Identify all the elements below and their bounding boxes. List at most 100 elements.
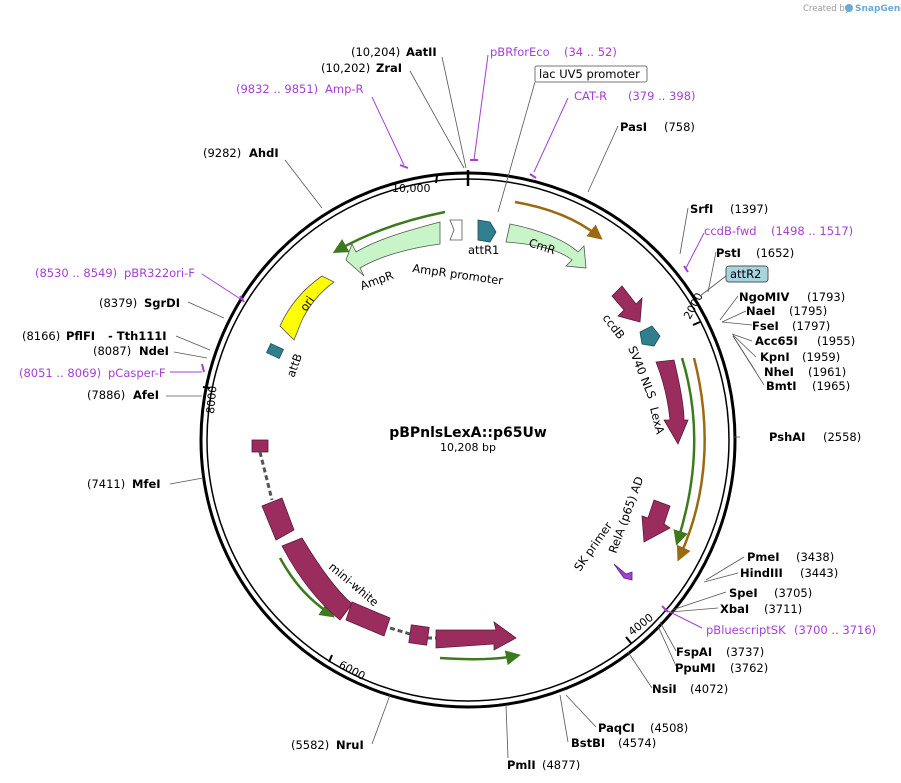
tick-8000: 8000: [204, 385, 219, 414]
site-pmli-name: PmlI: [507, 758, 536, 772]
site-spei-pos: (3705): [774, 586, 812, 600]
primer-pbr322ori-name: pBR322ori-F: [124, 266, 195, 280]
snapgene-logo-icon: [845, 4, 853, 12]
primer-labels: pBRforEco (34 .. 52) (9832 .. 9851) Amp-…: [19, 45, 876, 637]
lexa-orf-line: [673, 357, 696, 546]
plasmid-name: pBPnlsLexA::p65Uw: [389, 425, 547, 441]
site-ahdi-name: AhdI: [249, 146, 279, 160]
feature-labels: attR1 AmpR promoter CmR AmpR ori attB cc…: [284, 236, 668, 610]
ampr-promoter-label: AmpR promoter: [412, 261, 505, 288]
credit-text: Created by: [803, 4, 850, 14]
cmr-feature: [505, 223, 587, 269]
primer-pbluescriptsk-range: (3700 .. 3716): [794, 623, 876, 637]
site-kpni-pos: (1959): [802, 350, 840, 364]
site-ndei-pos: (8087): [93, 344, 131, 358]
attb-feature: [266, 342, 284, 360]
lexa-fusion-orf-line: [676, 357, 706, 562]
site-fsei-name: FseI: [752, 319, 779, 333]
credit-brand: SnapGene: [855, 4, 901, 14]
site-acc65i-name: Acc65I: [755, 334, 798, 348]
features: [251, 200, 706, 666]
attr2-box: [725, 265, 769, 283]
attr2-label: attR2: [730, 267, 761, 281]
rela-label: RelA (p65) AD: [606, 474, 647, 555]
site-pshai-pos: (2558): [823, 430, 861, 444]
ampr-label: AmpR: [358, 268, 395, 293]
site-pflfi-name: PflFI: [66, 329, 95, 343]
site-spei-name: SpeI: [729, 586, 758, 600]
primer-marks: [170, 54, 705, 629]
plasmid-backbone: [199, 170, 737, 709]
mini-white-orf-line-2: [439, 650, 521, 666]
site-ndei-name: NdeI: [139, 344, 169, 358]
site-bstbi-pos: (4574): [618, 736, 656, 750]
site-hindiii-name: HindIII: [740, 566, 783, 580]
sk-primer-feature: [613, 563, 633, 581]
attb-label: attB: [284, 352, 305, 379]
site-ngomiv-pos: (1793): [807, 290, 845, 304]
site-nhei-name: NheI: [764, 365, 794, 379]
site-leader-lines: [166, 56, 765, 759]
site-paqci-pos: (4508): [650, 721, 688, 735]
ampr-orf-line: [332, 210, 446, 253]
site-fspai-name: FspAI: [676, 645, 712, 659]
site-naei-name: NaeI: [746, 304, 775, 318]
site-mfei-pos: (7411): [87, 477, 125, 491]
primer-pbr322ori-range: (8530 .. 8549): [35, 266, 117, 280]
site-fsei-pos: (1797): [792, 319, 830, 333]
attr1-label: attR1: [468, 243, 499, 257]
primer-catr-range: (379 .. 398): [628, 89, 696, 103]
site-zrai-pos: (10,202): [321, 61, 370, 75]
primer-ccdbfwd-name: ccdB-fwd: [704, 224, 757, 238]
restriction-site-labels: (10,204) AatII (10,202) ZraI (9282) AhdI…: [22, 45, 861, 772]
site-psti-pos: (1652): [756, 246, 794, 260]
primer-ampr-range: (9832 .. 9851): [236, 82, 318, 96]
site-ahdi-pos: (9282): [203, 146, 241, 160]
site-sgrdi-name: SgrDI: [144, 296, 180, 310]
site-pmli-pos: (4877): [542, 758, 580, 772]
site-naei-pos: (1795): [789, 304, 827, 318]
site-paqci-name: PaqCI: [598, 721, 635, 735]
attr1-feature: [477, 219, 497, 243]
site-hindiii-pos: (3443): [800, 566, 838, 580]
site-pmei-name: PmeI: [747, 550, 780, 564]
site-aatii-name: AatII: [406, 45, 437, 59]
lexa-label: LexA: [647, 405, 667, 435]
mini-white-feature: [251, 439, 517, 651]
site-fspai-pos: (3737): [726, 645, 764, 659]
site-mfei-name: MfeI: [132, 477, 161, 491]
site-srfi-name: SrfI: [690, 202, 713, 216]
primer-ampr-name: Amp-R: [325, 82, 364, 96]
mini-white-orf-line: [278, 557, 335, 618]
site-tth111i-name: - Tth111I: [108, 329, 167, 343]
primer-pbrforeco-name: pBRforEco: [490, 45, 550, 59]
site-pflfi-pos: (8166): [22, 329, 60, 343]
site-nsii-pos: (4072): [690, 682, 728, 696]
site-bstbi-name: BstBI: [571, 736, 605, 750]
primer-pcasper-name: pCasper-F: [108, 366, 166, 380]
site-xbai-name: XbaI: [720, 602, 749, 616]
site-sgrdi-pos: (8379): [99, 296, 137, 310]
primer-pbrforeco-range: (34 .. 52): [564, 45, 617, 59]
tick-10000: 10,000: [392, 182, 431, 195]
site-nrui-name: NruI: [336, 738, 364, 752]
primer-catr-name: CAT-R: [574, 89, 607, 103]
site-bmti-name: BmtI: [766, 379, 797, 393]
site-pshai-name: PshAI: [769, 430, 805, 444]
rela-feature: [641, 499, 671, 543]
site-ppumi-pos: (3762): [730, 661, 768, 675]
lexa-feature: [655, 359, 689, 445]
site-afei-name: AfeI: [133, 388, 159, 402]
ampr-promoter-feature: [449, 219, 463, 241]
site-pmei-pos: (3438): [796, 550, 834, 564]
site-aatii-pos: (10,204): [351, 45, 400, 59]
boxed-labels: lac UV5 promoter attR2: [497, 65, 769, 297]
site-afei-pos: (7886): [87, 388, 125, 402]
snapgene-credit: Created by SnapGene: [803, 4, 901, 14]
site-kpni-name: KpnI: [760, 350, 790, 364]
site-ngomiv-name: NgoMIV: [739, 290, 789, 304]
primer-pbluescriptsk-name: pBluescriptSK: [706, 623, 786, 637]
sv40-label: SV40 NLS: [625, 344, 659, 401]
site-nrui-pos: (5582): [291, 738, 329, 752]
site-bmti-pos: (1965): [812, 379, 850, 393]
